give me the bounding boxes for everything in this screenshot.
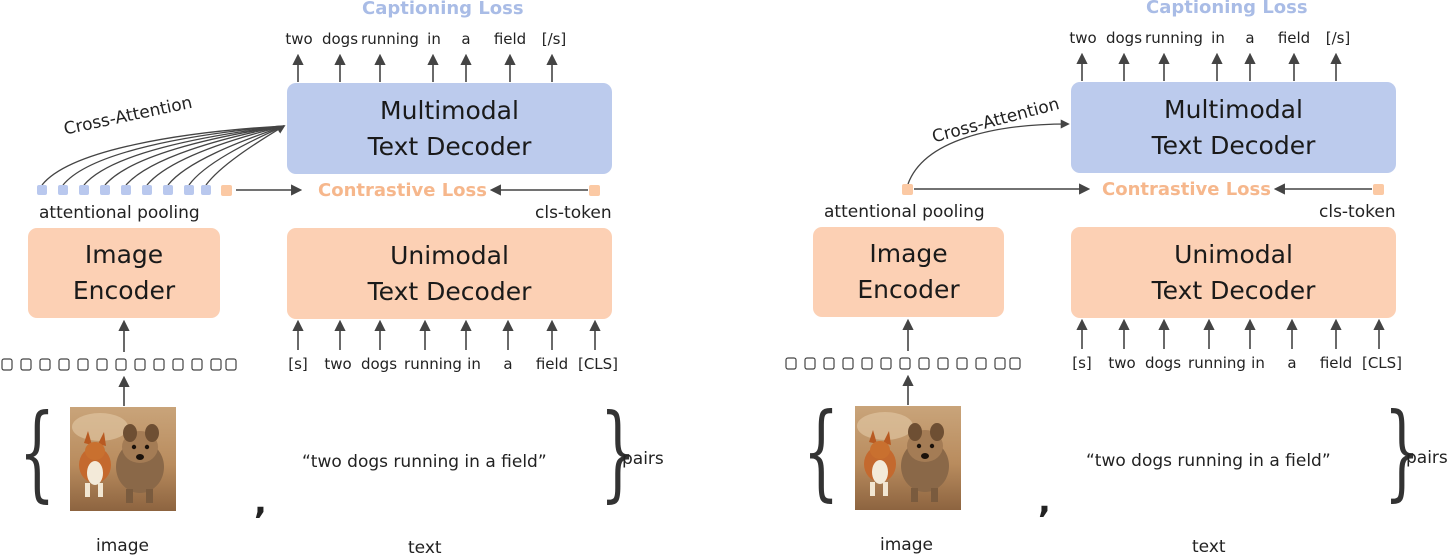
image-patch-tokens: [785, 357, 1021, 370]
image-label: image: [880, 535, 933, 555]
cross-attention-curves: [41, 125, 286, 186]
cross-attention-curve: [907, 119, 1070, 185]
right-brace: }: [599, 391, 637, 513]
input-token: a: [1287, 354, 1297, 372]
output-token: dogs: [321, 30, 359, 48]
output-token: two: [285, 30, 313, 48]
input-token: [s]: [1072, 354, 1092, 372]
output-token: [/s]: [1325, 29, 1351, 47]
caption-text: “two dogs running in a field”: [1086, 451, 1331, 471]
input-token: field: [1319, 354, 1353, 372]
decoder-title-line2: Text Decoder: [1151, 130, 1316, 160]
input-token: running: [1188, 354, 1246, 372]
multimodal-text-decoder: Multimodal Text Decoder: [287, 83, 612, 174]
encoder-title-line1: Image: [84, 240, 164, 269]
dogs-photo: [70, 407, 176, 511]
input-token: field: [535, 355, 569, 373]
unimodal-text-decoder: Unimodal Text Decoder: [287, 228, 612, 319]
cls-token-label: cls-token: [535, 203, 612, 223]
input-token: two: [324, 355, 352, 373]
input-token: a: [503, 355, 513, 373]
pair-comma: ,: [1038, 481, 1051, 521]
decoder-title-line1: Multimodal: [380, 95, 519, 125]
output-token: field: [1277, 29, 1311, 47]
dogs-photo-illustration: [855, 406, 961, 510]
pairs-label: pairs: [622, 449, 664, 469]
caption-text: “two dogs running in a field”: [302, 452, 547, 472]
unimodal-text-decoder: Unimodal Text Decoder: [1071, 227, 1396, 318]
attentional-pooling-query-tokens: [37, 185, 600, 196]
output-token: in: [427, 30, 441, 48]
pairs-label: pairs: [1406, 448, 1448, 468]
attentional-pooling-label: attentional pooling: [824, 202, 985, 222]
decoder-title-line1: Unimodal: [1174, 239, 1293, 269]
image-label: image: [96, 536, 149, 556]
image-encoder: Image Encoder: [28, 228, 220, 318]
cls-token-label: cls-token: [1319, 202, 1396, 222]
input-token: dogs: [1144, 354, 1182, 372]
pair-comma: ,: [254, 482, 267, 522]
input-token: dogs: [360, 355, 398, 373]
input-token: in: [467, 355, 481, 373]
decoder-title-line2: Text Decoder: [367, 276, 532, 306]
diagram-panel-single-query: Captioning Loss two dogs running in a fi…: [784, 0, 1452, 557]
arrows-layer: [1, 53, 601, 406]
output-token: running: [1145, 29, 1203, 47]
arrows-layer: [785, 52, 1385, 405]
output-token: running: [361, 30, 419, 48]
input-token: [s]: [288, 355, 308, 373]
decoder-title-line2: Text Decoder: [1151, 275, 1316, 305]
output-token: two: [1069, 29, 1097, 47]
output-token: field: [493, 30, 527, 48]
contrastive-loss-label: Contrastive Loss: [318, 180, 487, 201]
diagram-panel-many-queries: Captioning Loss two dogs running in a fi…: [0, 0, 700, 558]
output-token: [/s]: [541, 30, 567, 48]
input-token: in: [1251, 354, 1265, 372]
captioning-loss-label: Captioning Loss: [362, 0, 524, 19]
output-token: dogs: [1105, 29, 1143, 47]
input-token: [CLS]: [577, 355, 619, 373]
input-token: [CLS]: [1361, 354, 1403, 372]
output-token: a: [1245, 29, 1255, 47]
right-brace: }: [1383, 390, 1421, 512]
encoder-title-line1: Image: [869, 239, 948, 268]
image-encoder: Image Encoder: [813, 227, 1004, 317]
dogs-photo-illustration: [70, 407, 176, 511]
attentional-pooling-query-token: [902, 184, 1384, 195]
output-token: in: [1211, 29, 1225, 47]
attentional-pooling-label: attentional pooling: [39, 203, 200, 223]
input-token: running: [404, 355, 462, 373]
output-arrows: [1076, 52, 1342, 81]
left-brace: {: [18, 391, 56, 513]
decoder-title-line1: Unimodal: [390, 240, 509, 270]
output-arrows: [292, 53, 558, 82]
input-arrows: [1076, 318, 1385, 349]
input-arrows: [292, 319, 601, 350]
multimodal-text-decoder: Multimodal Text Decoder: [1071, 82, 1396, 173]
text-label: text: [1192, 537, 1226, 557]
output-token: a: [461, 30, 471, 48]
dogs-photo: [855, 406, 961, 510]
captioning-loss-label: Captioning Loss: [1146, 0, 1308, 18]
decoder-title-line1: Multimodal: [1164, 94, 1303, 124]
encoder-title-line2: Encoder: [857, 275, 960, 304]
encoder-title-line2: Encoder: [72, 276, 176, 305]
image-patch-tokens: [1, 358, 237, 371]
decoder-title-line2: Text Decoder: [367, 131, 532, 161]
text-label: text: [408, 538, 442, 558]
left-brace: {: [802, 390, 840, 512]
input-token: two: [1108, 354, 1136, 372]
contrastive-loss-label: Contrastive Loss: [1102, 179, 1271, 200]
